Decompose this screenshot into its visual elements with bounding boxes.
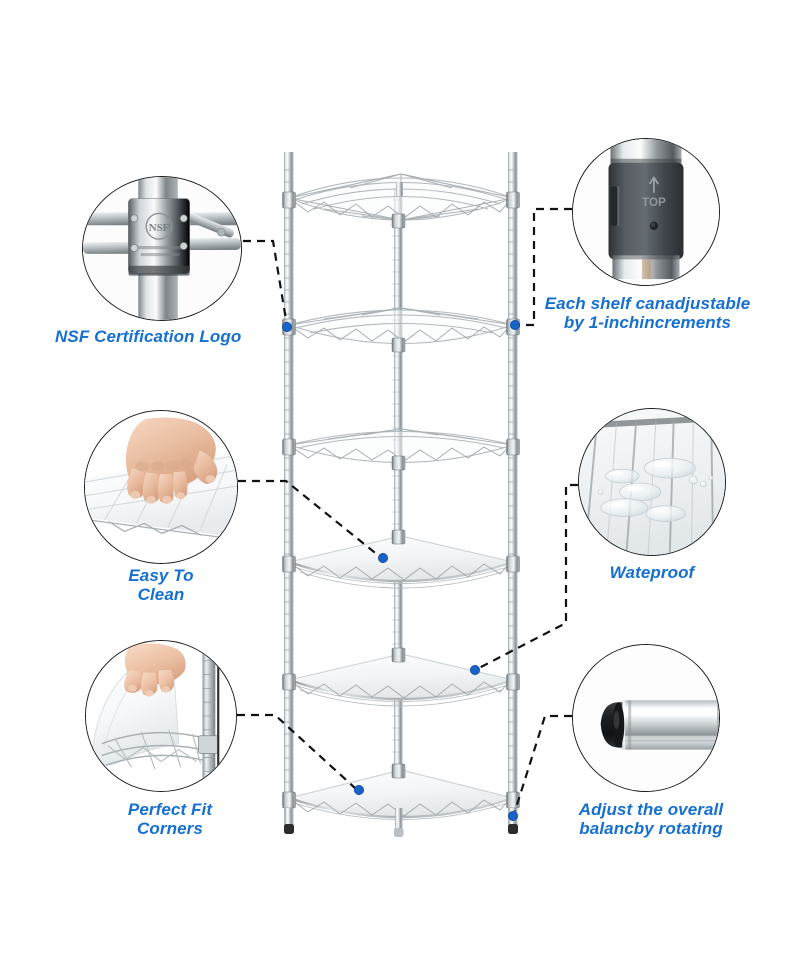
callout-label-easy-to-clean: Easy To Clean [128, 566, 194, 605]
nsf-collar-closeup-photo: NSF [82, 176, 242, 321]
callout-label-nsf: NSF Certification Logo [55, 327, 242, 346]
leveling-foot-closeup-photo [572, 644, 720, 792]
split-sleeve-collar-closeup-photo: TOP [572, 138, 720, 286]
callout-label-waterproof: Wateproof [609, 563, 695, 582]
water-droplets-on-liner-photo [578, 408, 726, 556]
callout-label-perfect-fit-corners: Perfect Fit Corners [127, 800, 213, 839]
callout-label-adjust-balance: Adjust the overall balancby rotating [578, 800, 724, 839]
hand-placing-corner-liner-photo [85, 640, 237, 792]
svg-text:TOP: TOP [642, 195, 666, 209]
hand-wiping-shelf-liner-photo [84, 410, 238, 564]
product-illustration [258, 130, 548, 850]
callout-label-adjustable: Each shelf canadjustable by 1-inchincrem… [544, 294, 751, 333]
leveling-feet [284, 808, 518, 837]
svg-text:NSF: NSF [149, 222, 170, 234]
